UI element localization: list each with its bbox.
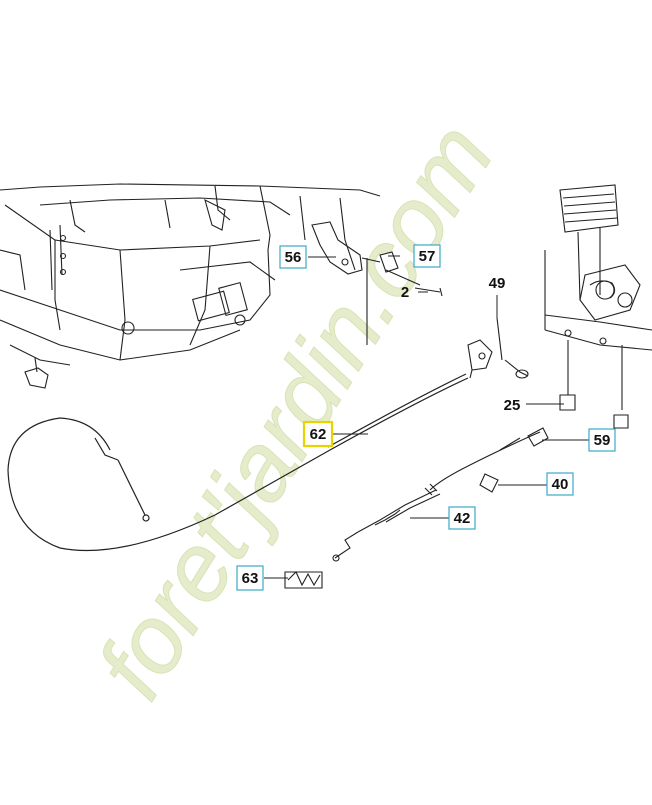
svg-text:63: 63 [242,570,259,587]
callout-40[interactable]: 40 [546,472,574,496]
clevis-49 [467,317,529,379]
callout-2[interactable]: 2 [401,284,409,301]
chassis-drawing [0,183,381,389]
cable-62 [7,373,469,552]
watermark-text: foret'jardin.com [77,105,514,716]
svg-text:40: 40 [552,476,569,493]
callout-25[interactable]: 25 [504,397,521,414]
leader-lines [264,255,589,579]
callout-59[interactable]: 59 [588,428,616,452]
bracket-57 [366,251,443,345]
svg-text:2: 2 [401,284,409,301]
callout-57[interactable]: 57 [413,244,441,268]
callout-49[interactable]: 49 [489,275,506,292]
svg-text:57: 57 [419,248,436,265]
watermark: foret'jardin.com [77,105,515,717]
callout-63[interactable]: 63 [236,565,264,591]
svg-text:49: 49 [489,275,506,292]
svg-text:59: 59 [594,432,611,449]
svg-text:56: 56 [285,249,302,266]
callout-62[interactable]: 62 [302,420,334,448]
callout-42[interactable]: 42 [448,506,476,530]
svg-text:25: 25 [504,397,521,414]
callout-56[interactable]: 56 [279,245,307,269]
cable-42 [332,427,549,562]
bracket-56 [311,221,381,275]
svg-text:42: 42 [454,510,471,527]
spring-63 [284,571,323,589]
svg-text:62: 62 [310,426,327,443]
pedal-assembly [544,184,652,429]
